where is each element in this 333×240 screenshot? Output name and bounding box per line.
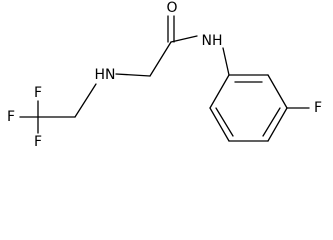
atom-labels: O NH HN F F F F	[7, 0, 322, 150]
ring-bond-2	[267, 74, 288, 109]
chemical-structure-diagram: O NH HN F F F F	[7, 0, 322, 150]
ring-bond-5	[209, 107, 230, 142]
bond-n-amine-ch2	[74, 83, 97, 118]
bond-c-ch2	[149, 41, 172, 77]
bond-lines	[19, 15, 310, 142]
fluorine-top-label: F	[34, 85, 42, 101]
bond-c-n-amide	[170, 35, 198, 43]
fluorine-bottom-label: F	[34, 134, 42, 150]
amine-nitrogen-label: HN	[95, 67, 116, 83]
ring-double-2	[262, 107, 281, 137]
bond-ch2-n-amine	[115, 73, 151, 77]
ring-bond-6	[209, 74, 230, 109]
ring-double-3	[215, 107, 234, 137]
amide-nitrogen-label: NH	[202, 33, 223, 49]
fluorine-left-label: F	[7, 109, 15, 125]
bond-n-amide-ring	[222, 47, 230, 76]
oxygen-label: O	[166, 0, 177, 16]
ring-bond-3	[267, 107, 288, 142]
fluorine-ring-label: F	[314, 100, 322, 116]
